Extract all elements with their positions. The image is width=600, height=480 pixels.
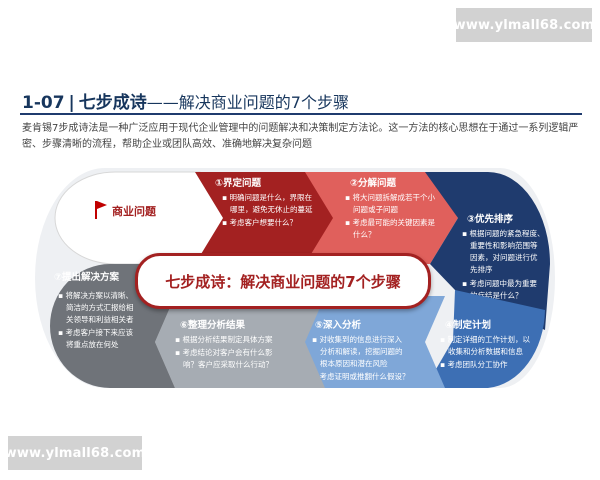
step-6-bullet-2b: 响？客户应采取什么行动？ — [183, 359, 273, 369]
step-3-title: ③优先排序 — [467, 213, 514, 225]
step-4-bullet-1a: ▪ 制定详细的工作计划，以 — [440, 334, 530, 344]
step-1-bullet-1b: 哪里，避免无休止的蔓延 — [230, 204, 313, 214]
step-2-title: ②分解问题 — [350, 177, 397, 189]
step-6-title: ⑥整理分析结果 — [180, 319, 246, 331]
step-1-segment — [195, 172, 338, 264]
step-7-bullet-1c: 关领导和利益相关者 — [66, 314, 134, 324]
step-6-bullet-1: ▪ 根据分析结果制定具体方案 — [175, 334, 273, 344]
step-3-bullet-2a: ▪ 考虑问题中最为重要 — [462, 278, 537, 288]
step-3-bullet-1b: 重要性和影响范围等 — [470, 240, 538, 250]
step-6-segment — [155, 296, 325, 388]
step-1-title: ①界定问题 — [215, 177, 262, 189]
step-7-bullet-2b: 将重点放在何处 — [66, 339, 119, 349]
start-label: 商业问题 — [112, 204, 157, 218]
step-3-bullet-2b: 的症结是什么？ — [470, 290, 523, 300]
step-5-bullet-1c: 根本原因和潜在风险 — [320, 358, 388, 368]
title-subtitle: ——解决商业问题的7个步骤 — [146, 93, 349, 112]
step-3-bullet-1a: ▪ 根据问题的紧急程度、 — [462, 228, 544, 238]
step-1-bullet-1a: ▪ 明确问题是什么，界限在 — [222, 192, 312, 202]
flag-icon — [95, 201, 107, 219]
step-3-bullet-1c: 因素，对问题进行优 — [470, 252, 538, 262]
start-segment — [54, 171, 229, 265]
step-5-title: ⑤深入分析 — [315, 319, 362, 331]
step-7-title: ⑦提出解决方案 — [54, 271, 120, 283]
title-number: 1-07 — [22, 93, 65, 113]
step-7-bullet-1b: 简洁的方式汇报给相 — [66, 302, 134, 312]
step-4-bullet-2: ▪ 考虑团队分工协作 — [440, 359, 508, 369]
intro-paragraph: 麦肯锡7步成诗法是一种广泛应用于现代企业管理中的问题解决和决策制定方法论。这一方… — [22, 123, 579, 150]
step-7-bullet-1a: ▪ 将解决方案以清晰、 — [58, 290, 133, 300]
step-5-segment — [285, 296, 445, 388]
step-2-segment — [305, 172, 458, 264]
center-title: 七步成诗：解决商业问题的7个步骤 — [165, 272, 401, 291]
title-separator: | — [68, 93, 75, 113]
step-5-bullet-1b: 分析和解读，挖掘问题的 — [320, 346, 403, 356]
center-title-box: 七步成诗：解决商业问题的7个步骤 — [135, 253, 431, 309]
step-5-bullet-1a: ▪ 对收集到的信息进行深入 — [312, 334, 402, 344]
title-rule — [20, 113, 582, 115]
step-2-bullet-2b: 什么？ — [353, 229, 376, 239]
step-2-bullet-1a: ▪ 将大问题拆解成若干个小 — [345, 192, 435, 202]
title-main: 七步成诗 — [78, 93, 147, 113]
step-6-bullet-2a: ▪ 考虑结论对客户会有什么影 — [175, 347, 273, 357]
watermark-top: www.ylmall68.com — [454, 8, 594, 42]
step-2-bullet-1b: 问题或子问题 — [353, 204, 398, 214]
step-2-bullet-2a: ▪ 考虑最可能的关键因素是 — [345, 217, 435, 227]
step-4-segment — [425, 290, 545, 388]
page-title: 1-07|七步成诗——解决商业问题的7个步骤 — [22, 88, 349, 113]
step-7-bullet-2a: ▪ 考虑客户接下来应该 — [58, 327, 133, 337]
step-1-bullet-2: ▪ 考虑客户想要什么？ — [222, 217, 297, 227]
watermark-bottom: www.ylmall68.com — [5, 436, 145, 470]
step-4-bullet-1b: 收集和分析数据和信息 — [448, 346, 523, 356]
step-4-title: ④制定计划 — [445, 319, 491, 331]
step-5-bullet-2: ▪ 考虑证明或推翻什么假设？ — [312, 371, 409, 381]
step-3-bullet-1d: 先排序 — [470, 264, 493, 274]
